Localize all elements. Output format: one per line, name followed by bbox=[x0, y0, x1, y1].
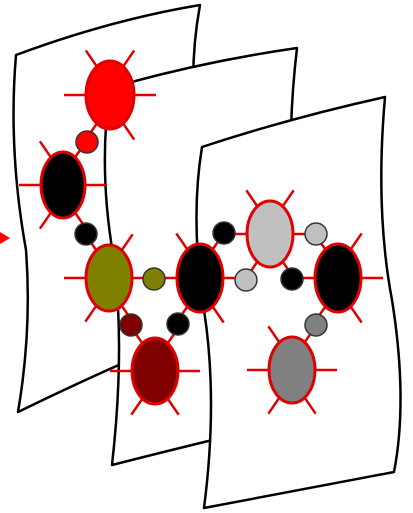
link-maroon bbox=[120, 314, 142, 336]
node-olive bbox=[86, 245, 132, 311]
link-black-2 bbox=[167, 313, 189, 335]
link-light-gray-2 bbox=[235, 269, 257, 291]
link-black-1 bbox=[75, 223, 97, 245]
node-black-upper-left bbox=[41, 152, 85, 218]
link-red bbox=[76, 131, 98, 153]
link-olive bbox=[143, 268, 165, 290]
node-maroon bbox=[132, 338, 178, 404]
node-black-center bbox=[177, 244, 223, 312]
front-page bbox=[196, 97, 400, 508]
node-gray bbox=[269, 337, 315, 403]
link-black-4 bbox=[281, 268, 303, 290]
node-black-right bbox=[315, 244, 361, 312]
node-red-top bbox=[86, 61, 134, 129]
node-light-gray bbox=[247, 201, 293, 267]
link-light-gray-1 bbox=[305, 223, 327, 245]
link-gray bbox=[305, 314, 327, 336]
link-black-3 bbox=[213, 222, 235, 244]
arrow-indicator-icon bbox=[0, 232, 10, 244]
